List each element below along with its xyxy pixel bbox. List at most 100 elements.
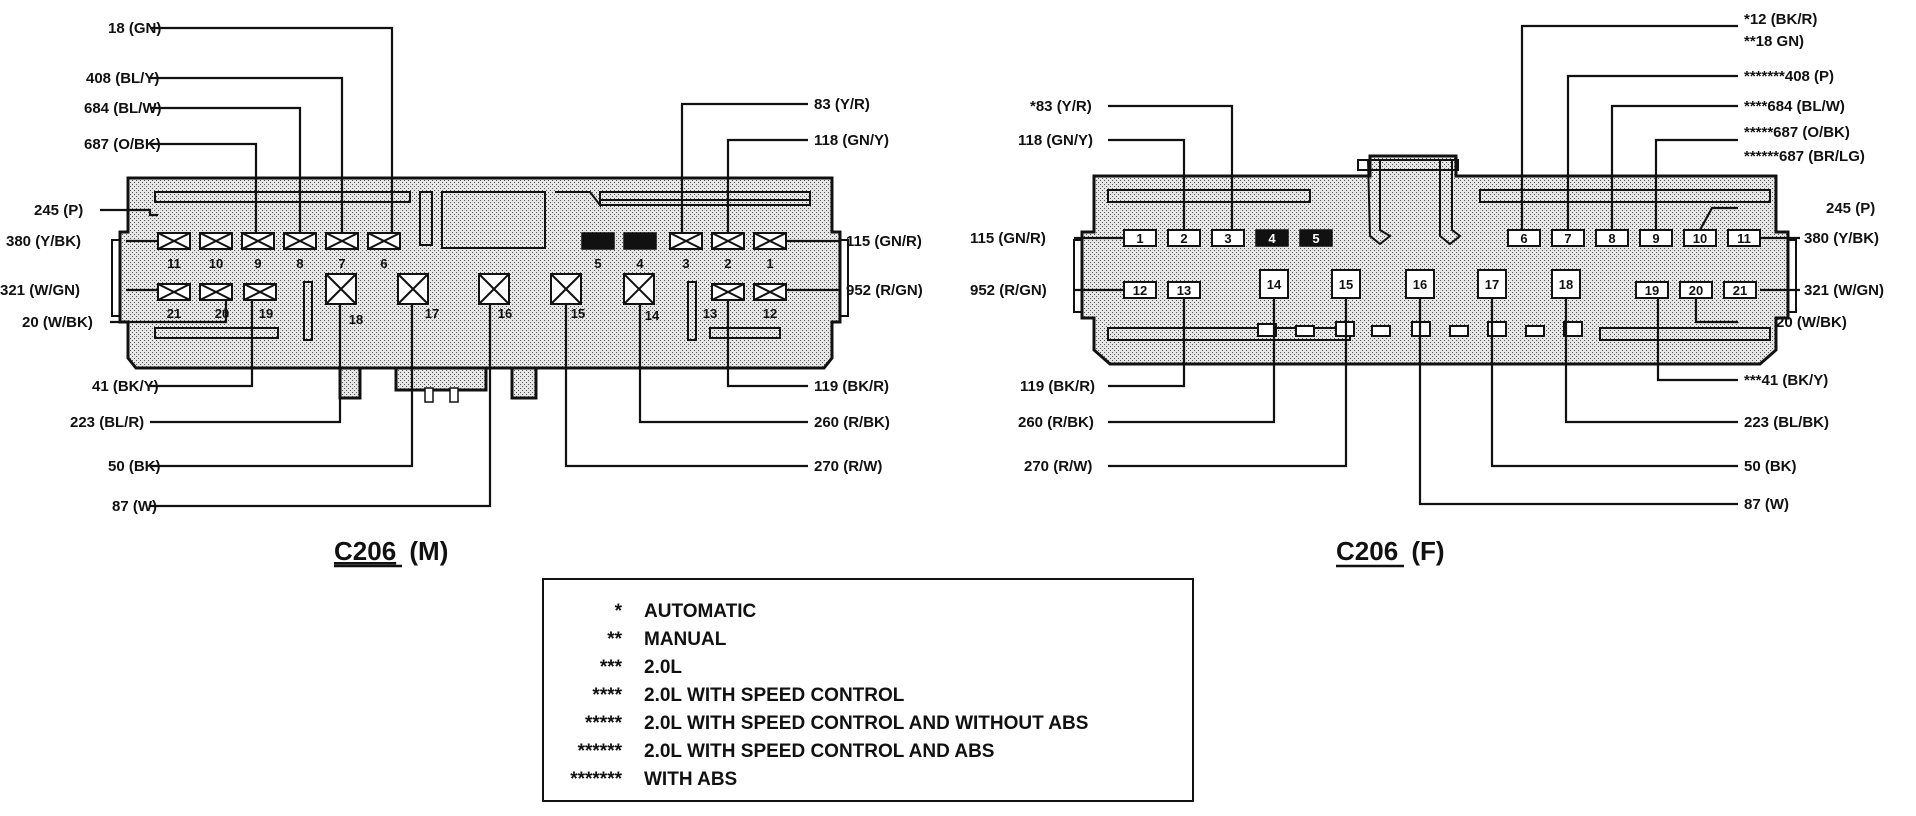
male-pin-label: 21 bbox=[167, 306, 181, 321]
legend-symbol: *** bbox=[599, 657, 622, 678]
male-pin-label: 3 bbox=[682, 256, 689, 271]
female-pin-label: 17 bbox=[1485, 277, 1499, 292]
legend-symbol: **** bbox=[592, 685, 622, 706]
male-cavity-17 bbox=[397, 273, 429, 305]
female-cavity-19 bbox=[1635, 281, 1669, 299]
male-cavity-16 bbox=[478, 273, 510, 305]
male-pin-label: 1 bbox=[766, 256, 773, 271]
male-cavity-7 bbox=[325, 232, 359, 250]
wire-label: 245 (P) bbox=[34, 202, 83, 219]
male-pin-label: 5 bbox=[594, 256, 601, 271]
female-title-suffix: (F) bbox=[1411, 536, 1444, 566]
wire-label: 260 (R/BK) bbox=[1018, 414, 1094, 431]
legend-text: WITH ABS bbox=[644, 769, 738, 790]
female-pin-label: 7 bbox=[1564, 231, 1571, 246]
legend-text: 2.0L bbox=[644, 657, 683, 678]
male-bottom-tab-right bbox=[510, 366, 538, 400]
male-cavity-11 bbox=[157, 232, 191, 250]
connector-c206-female: 1 2 3 4 5 6 7 8 9 10 11 12 13 14 15 16 1… bbox=[970, 11, 1884, 568]
male-pin-label: 6 bbox=[380, 256, 387, 271]
male-bottom-cavities bbox=[157, 273, 787, 305]
male-cavity-10 bbox=[199, 232, 233, 250]
male-pin-label: 17 bbox=[425, 306, 439, 321]
wire-label: 321 (W/GN) bbox=[0, 282, 80, 299]
wire-label: 260 (R/BK) bbox=[814, 414, 890, 431]
female-pin-label: 21 bbox=[1733, 283, 1747, 298]
female-pin-label: 14 bbox=[1267, 277, 1282, 292]
female-pin-label: 9 bbox=[1652, 231, 1659, 246]
wire-label: 270 (R/W) bbox=[1024, 458, 1092, 475]
male-top-cavities bbox=[157, 232, 787, 250]
female-pin-label: 20 bbox=[1689, 283, 1703, 298]
female-bottom-cavities bbox=[1123, 269, 1757, 299]
wire-label: 687 (O/BK) bbox=[84, 136, 161, 153]
wire-label: 87 (W) bbox=[112, 498, 157, 515]
male-cavity-9 bbox=[241, 232, 275, 250]
wire-label: *****687 (O/BK) bbox=[1744, 124, 1850, 141]
female-title-code: C206 bbox=[1336, 536, 1398, 566]
female-pin-label: 13 bbox=[1177, 283, 1191, 298]
male-cavity-8 bbox=[283, 232, 317, 250]
female-pin-label: 8 bbox=[1608, 231, 1615, 246]
wire-label: 380 (Y/BK) bbox=[6, 233, 81, 250]
male-pin-label: 10 bbox=[209, 256, 223, 271]
wire-label: *12 (BK/R) bbox=[1744, 11, 1817, 28]
male-cavity-4-plugged bbox=[623, 232, 657, 250]
female-cavity-3 bbox=[1211, 229, 1245, 247]
wire-label: 18 (GN) bbox=[108, 20, 161, 37]
legend-text: 2.0L WITH SPEED CONTROL bbox=[644, 685, 905, 706]
male-cavity-6 bbox=[367, 232, 401, 250]
wire-label: 119 (BK/R) bbox=[814, 378, 889, 395]
wire-label: 952 (R/GN) bbox=[970, 282, 1047, 299]
male-cavity-5-plugged bbox=[581, 232, 615, 250]
female-cavity-4-plugged bbox=[1255, 229, 1289, 247]
wire-label: 684 (BL/W) bbox=[84, 100, 162, 117]
wire-label: 50 (BK) bbox=[1744, 458, 1797, 475]
wire-label: 408 (BL/Y) bbox=[86, 70, 159, 87]
wire-label: 380 (Y/BK) bbox=[1804, 230, 1879, 247]
male-cavity-1 bbox=[753, 232, 787, 250]
male-pin-label: 15 bbox=[571, 306, 585, 321]
male-pin-label: 9 bbox=[254, 256, 261, 271]
male-cavity-12 bbox=[753, 283, 787, 301]
wire-label: 50 (BK) bbox=[108, 458, 161, 475]
male-pin-label: 12 bbox=[763, 306, 777, 321]
female-pin-label: 12 bbox=[1133, 283, 1147, 298]
female-connector-body bbox=[1080, 154, 1790, 366]
male-leader-lines bbox=[100, 26, 840, 508]
wire-label: *83 (Y/R) bbox=[1030, 98, 1092, 115]
male-cavity-14 bbox=[623, 273, 655, 305]
legend-symbol: * bbox=[614, 601, 622, 622]
legend-symbol: ****** bbox=[577, 741, 622, 762]
female-pin-label: 2 bbox=[1180, 231, 1187, 246]
female-pin-label: 19 bbox=[1645, 283, 1659, 298]
legend-symbol: ***** bbox=[585, 713, 622, 734]
male-pin-label: 14 bbox=[645, 308, 660, 323]
male-pin-label: 2 bbox=[724, 256, 731, 271]
legend-symbol: ******* bbox=[570, 769, 622, 790]
male-cavity-3 bbox=[669, 232, 703, 250]
female-pin-label: 16 bbox=[1413, 277, 1427, 292]
wire-label: 115 (GN/R) bbox=[846, 233, 922, 250]
wire-label: 83 (Y/R) bbox=[814, 96, 870, 113]
female-pin-label: 4 bbox=[1268, 231, 1276, 246]
wire-label: *******408 (P) bbox=[1744, 68, 1834, 85]
female-pin-label: 6 bbox=[1520, 231, 1527, 246]
male-cavity-15 bbox=[550, 273, 582, 305]
male-pin-label: 8 bbox=[296, 256, 303, 271]
female-pin-label: 3 bbox=[1224, 231, 1231, 246]
male-cavity-21 bbox=[157, 283, 191, 301]
female-cavity-5-plugged bbox=[1299, 229, 1333, 247]
wire-label: 270 (R/W) bbox=[814, 458, 882, 475]
legend-symbol: ** bbox=[607, 629, 622, 650]
male-pin-label: 19 bbox=[259, 306, 273, 321]
wire-label: **18 GN) bbox=[1744, 33, 1804, 50]
male-bottom-tab-left bbox=[338, 366, 362, 400]
male-connector-title: C206 (M) bbox=[334, 536, 448, 566]
connector-c206-male: 11 10 9 8 7 6 5 4 3 2 1 21 20 19 18 17 1… bbox=[0, 20, 923, 568]
wire-label: 223 (BL/R) bbox=[70, 414, 144, 431]
legend-text: 2.0L WITH SPEED CONTROL AND ABS bbox=[644, 741, 995, 762]
female-cavity-15 bbox=[1331, 269, 1361, 299]
male-title-code: C206 bbox=[334, 536, 396, 566]
wire-label: ******687 (BR/LG) bbox=[1744, 148, 1865, 165]
